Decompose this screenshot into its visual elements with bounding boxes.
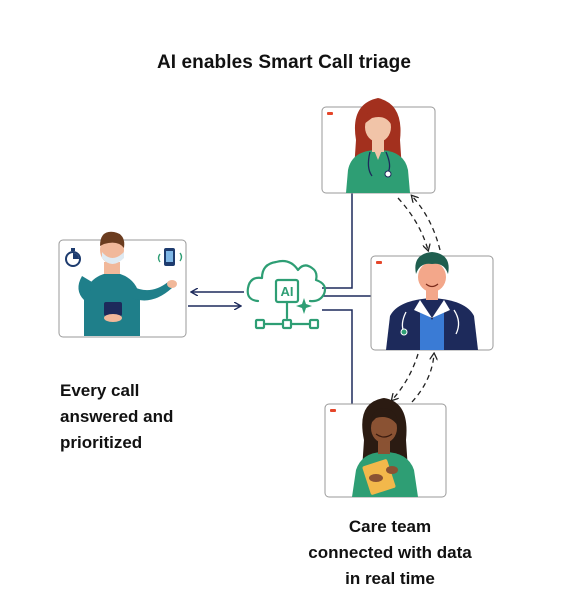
hub-label: AI bbox=[281, 284, 294, 299]
right-caption-line: connected with data bbox=[308, 543, 472, 562]
caller-card bbox=[58, 231, 187, 338]
care-worker-avatar bbox=[352, 398, 418, 497]
cloud-ai-icon bbox=[246, 259, 327, 330]
phone-icon bbox=[157, 248, 183, 266]
connector-to-nurse bbox=[322, 193, 353, 289]
team-dashed-arrows bbox=[392, 196, 441, 403]
right-caption: Care team connected with data in real ti… bbox=[290, 514, 490, 592]
nurse-card bbox=[321, 98, 436, 194]
connector-lines bbox=[322, 193, 371, 405]
stopwatch-icon bbox=[65, 248, 81, 267]
left-caption-line: prioritized bbox=[60, 433, 143, 452]
doctor-card bbox=[370, 252, 494, 351]
card-badge bbox=[376, 261, 382, 264]
care-worker-card bbox=[324, 398, 447, 498]
doctor-avatar bbox=[386, 252, 478, 350]
right-caption-line: Care team bbox=[348, 517, 432, 536]
left-caption-line: answered and bbox=[60, 407, 174, 426]
connector-to-care-worker bbox=[322, 309, 353, 405]
left-caption-line: Every call bbox=[60, 381, 140, 400]
card-badge bbox=[327, 112, 333, 115]
diagram-title: AI enables Smart Call triage bbox=[156, 52, 412, 73]
caller-hub-arrows bbox=[188, 292, 244, 306]
card-badge bbox=[330, 409, 336, 412]
caller-avatar bbox=[78, 231, 177, 336]
left-caption: Every call answered and prioritized bbox=[60, 378, 250, 456]
nurse-avatar bbox=[346, 98, 410, 193]
right-caption-line: in real time bbox=[345, 569, 435, 588]
